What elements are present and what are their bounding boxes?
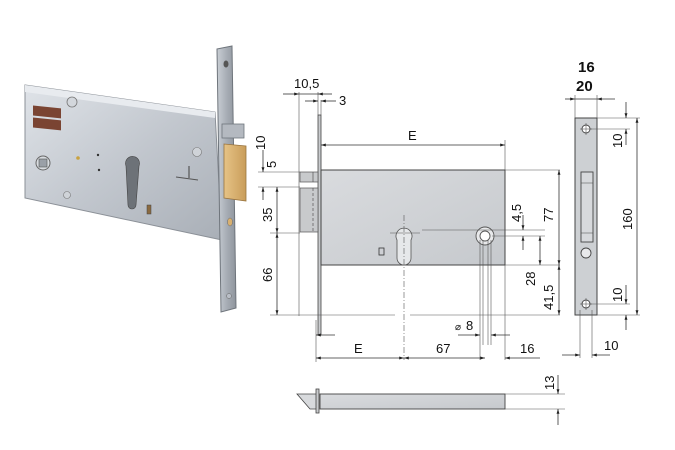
- dim-10-5: 10,5: [294, 76, 319, 91]
- dim-5: 5: [264, 161, 279, 168]
- dim-20: 20: [576, 78, 593, 95]
- top-view-body: [319, 393, 506, 410]
- top-view-drawing: 13: [296, 375, 565, 425]
- dim-160: 160: [620, 208, 635, 230]
- dim-35: 35: [260, 208, 275, 222]
- dim-10-bottom-faceplate: 10: [610, 288, 625, 302]
- dim-10-left: 10: [253, 136, 268, 150]
- dim-41-5: 41,5: [541, 285, 556, 310]
- dim-67: 67: [436, 341, 450, 356]
- diameter-symbol: ⌀: [455, 322, 461, 333]
- dim-8: 8: [466, 318, 473, 333]
- lock-photo: [24, 45, 247, 313]
- dim-16-bottom: 16: [520, 341, 534, 356]
- label-brown-2: [33, 117, 61, 131]
- dim-10-top-faceplate: 10: [610, 134, 625, 148]
- dim-77: 77: [541, 208, 556, 222]
- label-brown-1: [33, 105, 61, 119]
- side-lock-body: [320, 169, 506, 266]
- side-keyhole: [395, 227, 413, 266]
- faceplate-view-drawing: 16 20 10 160 10 10: [562, 59, 640, 358]
- dim-28: 28: [523, 272, 538, 286]
- dim-66: 66: [260, 268, 275, 282]
- dim-4-5: 4,5: [509, 204, 524, 222]
- dim-E-bottom: E: [354, 341, 363, 356]
- dim-3: 3: [339, 93, 346, 108]
- side-view-drawing: 10,5 3 E 10 5 35 66 4,5 28 77 41,5 E 67: [253, 76, 561, 362]
- dim-E-top: E: [408, 128, 417, 143]
- dim-10-faceplate-hole: 10: [604, 338, 618, 353]
- deadbolt: [221, 123, 245, 139]
- dim-16-top: 16: [578, 59, 595, 76]
- latch-bolt-brass: [223, 143, 247, 202]
- dim-13: 13: [542, 376, 557, 390]
- cylinder-keyhole: [125, 156, 140, 210]
